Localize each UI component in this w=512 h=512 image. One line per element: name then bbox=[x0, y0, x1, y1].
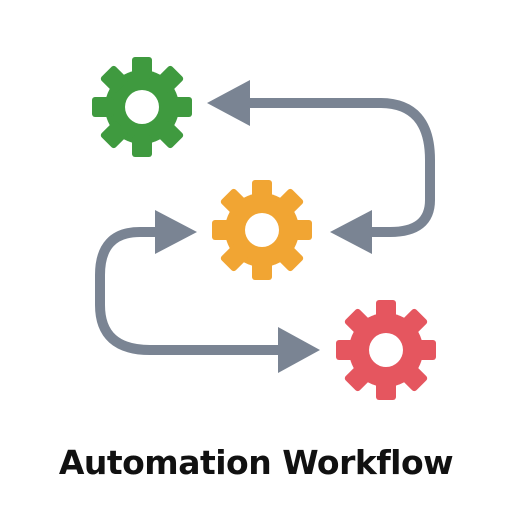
gear-icon-red bbox=[336, 300, 436, 400]
arrow-left-head bbox=[155, 210, 197, 254]
arrow-top-path bbox=[245, 98, 435, 237]
gear-icon-green bbox=[92, 57, 192, 157]
arrow-bottom-path bbox=[95, 227, 285, 355]
arrow-mid-head bbox=[330, 210, 372, 254]
arrow-bottom-head bbox=[278, 327, 320, 373]
arrow-top-head bbox=[207, 80, 250, 126]
arrow-icon bbox=[207, 80, 435, 254]
arrow-icon bbox=[95, 210, 320, 373]
gear-icon-orange bbox=[212, 180, 312, 280]
diagram-caption: Automation Workflow bbox=[58, 443, 454, 482]
